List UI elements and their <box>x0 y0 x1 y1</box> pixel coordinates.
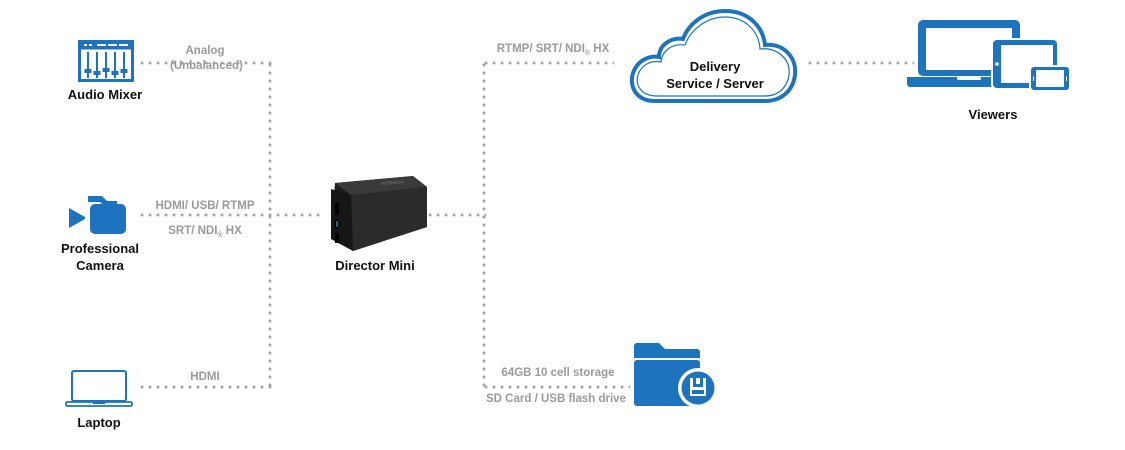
connector-laptop <box>138 385 272 389</box>
connector-director-out <box>426 213 486 217</box>
audio-connection-line1: Analog <box>185 45 225 57</box>
connector-storage <box>482 385 630 389</box>
stream-connection-pre: RTMP/ SRT/ NDI <box>496 43 585 55</box>
connector-camera <box>138 213 324 217</box>
laptop-icon <box>65 369 133 409</box>
camera-connection-pre: SRT/ NDI <box>168 225 218 237</box>
audio-mixer-icon <box>78 40 134 82</box>
storage-connection-line1: 64GB 10 cell storage <box>501 367 615 379</box>
svg-text:AVERMEDIA: AVERMEDIA <box>381 179 405 186</box>
stream-connection-label: RTMP/ SRT/ NDI® HX <box>488 42 618 61</box>
registered-mark: ® <box>584 50 591 57</box>
camera-label-line2: Camera <box>76 258 124 273</box>
director-mini-label: Director Mini <box>335 258 415 273</box>
audio-mixer-node: Audio Mixer <box>60 38 170 106</box>
cloud-icon <box>625 5 805 105</box>
video-camera-icon <box>68 192 128 238</box>
director-mini-node: AVERMEDIA Director Mini <box>320 175 430 275</box>
camera-connection-line1: HDMI/ USB/ RTMP <box>155 200 255 212</box>
stream-connection-post: HX <box>590 43 610 55</box>
connector-viewers <box>806 61 914 65</box>
connector-left-trunk <box>268 61 272 389</box>
camera-label-line1: Professional <box>60 241 140 256</box>
camera-node: Professional Camera <box>50 190 150 275</box>
registered-mark: ® <box>217 232 223 239</box>
delivery-label: Delivery Service / Server <box>640 58 790 92</box>
director-mini-device: AVERMEDIA <box>323 175 429 253</box>
connector-audio <box>138 61 272 65</box>
storage-connection-line2: SD Card / USB flash drive <box>486 393 626 405</box>
connector-right-trunk <box>482 61 486 389</box>
laptop-connection-label: HDMI <box>190 371 220 383</box>
audio-connection-line2: (Unbalanced) <box>170 60 243 72</box>
viewers-label: Viewers <box>968 107 1018 122</box>
delivery-label-line1: Delivery <box>689 59 741 74</box>
viewers-node: Viewers <box>905 18 1075 128</box>
laptop-label: Laptop <box>77 415 121 430</box>
audio-connection-label: Analog (Unbalanced) <box>170 44 243 74</box>
devices-icon <box>905 18 1073 92</box>
connector-stream <box>482 61 614 65</box>
folder-save-icon <box>632 340 722 410</box>
camera-connection-post: HX <box>222 225 242 237</box>
camera-label: Professional Camera <box>50 240 150 274</box>
delivery-label-line2: Service / Server <box>666 76 764 91</box>
camera-connection-line2: SRT/ NDI® HX <box>145 224 265 243</box>
laptop-node: Laptop <box>55 366 145 436</box>
audio-mixer-label: Audio Mixer <box>67 87 143 102</box>
delivery-node: Delivery Service / Server <box>625 5 805 105</box>
